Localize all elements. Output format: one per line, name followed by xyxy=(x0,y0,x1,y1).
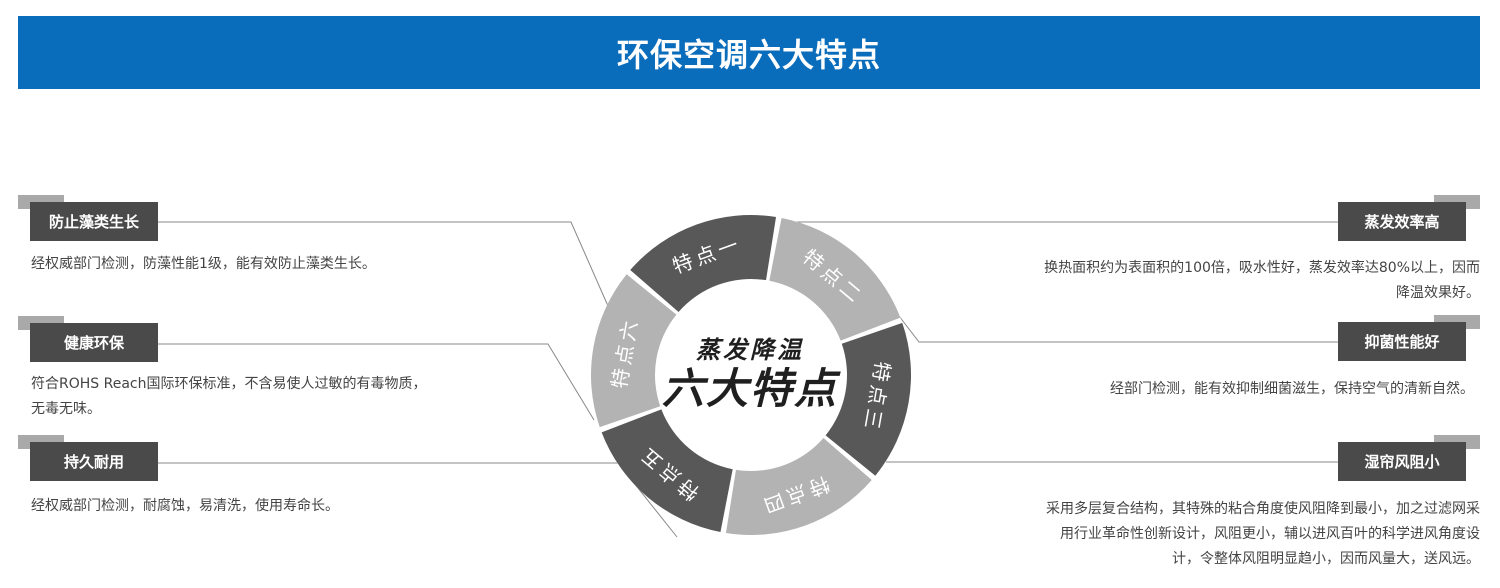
ring-segment-1 xyxy=(630,215,777,313)
ring-segment-3 xyxy=(825,322,911,476)
connector-right-2 xyxy=(898,315,1338,343)
desc-antibacterial: 经部门检测，能有效抑制细菌滋生，保持空气的清新自然。 xyxy=(1110,381,1474,397)
desc-healthy-eco: 符合ROHS Reach国际环保标准，不含易使人过敏的有毒物质， 无毒无味。 xyxy=(31,376,427,417)
ring-segment-5 xyxy=(601,409,733,533)
ring-segment-4 xyxy=(725,437,872,535)
feature-ring: 特点一特点二特点三特点四特点五特点六 xyxy=(591,215,911,535)
title-banner: 环保空调六大特点 xyxy=(18,16,1480,89)
connector-left-2 xyxy=(158,343,595,421)
desc-high-efficiency: 换热面积约为表面积的100倍，吸水性好，蒸发效率达80%以上，因而 降温效果好。 xyxy=(1044,260,1480,301)
desc-prevent-algae: 经权威部门检测，防藻性能1级，能有效防止藻类生长。 xyxy=(31,256,376,272)
desc-low-resistance: 采用多层复合结构，其特殊的粘合角度使风阻降到最小，加之过滤网采 用行业革命性创新… xyxy=(1046,501,1480,567)
tag-antibacterial: 抑菌性能好 xyxy=(1338,322,1466,361)
tag-high-efficiency: 蒸发效率高 xyxy=(1338,202,1466,241)
tag-durable: 持久耐用 xyxy=(30,442,158,481)
ring-segment-2 xyxy=(769,217,901,341)
tag-low-resistance: 湿帘风阻小 xyxy=(1338,442,1466,481)
desc-durable: 经权威部门检测，耐腐蚀，易清洗，使用寿命长。 xyxy=(31,498,339,514)
ring-center xyxy=(656,280,846,470)
page-title: 环保空调六大特点 xyxy=(616,35,881,74)
tag-prevent-algae: 防止藻类生长 xyxy=(30,202,158,241)
ring-segment-6 xyxy=(591,274,677,428)
tag-healthy-eco: 健康环保 xyxy=(30,323,158,362)
connector-left-1 xyxy=(158,221,609,307)
